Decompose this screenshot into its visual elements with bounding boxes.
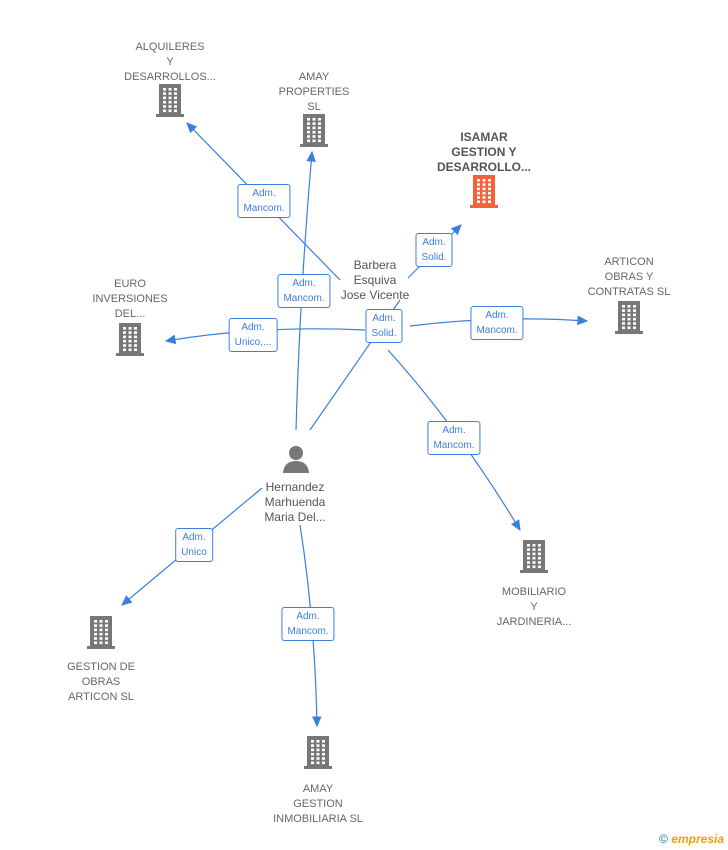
label-line: EURO — [114, 278, 146, 290]
label-line: GESTION DE — [67, 661, 135, 673]
label-line: Mancom. — [476, 325, 518, 336]
label-line: Adm. — [292, 278, 316, 289]
edge-role-label: Adm. Mancom. — [237, 184, 291, 218]
label-line: Unico,... — [234, 337, 272, 348]
label-line: ALQUILERES — [135, 41, 205, 53]
label-line: Adm. — [442, 425, 466, 436]
edge-role-label: Adm. Mancom. — [277, 274, 331, 308]
label-line: Unico — [181, 547, 207, 558]
label-line: Barbera — [353, 258, 397, 272]
label-line: OBRAS Y — [604, 271, 654, 283]
company-label-amay-properties[interactable]: AMAY PROPERTIES SL — [249, 70, 379, 115]
label-line: AMAY — [302, 783, 334, 795]
brand-logo: © empresia — [659, 832, 724, 846]
building-icon[interactable] — [114, 321, 146, 362]
label-line: Solid. — [371, 328, 397, 339]
label-line: DEL... — [114, 308, 146, 320]
label-line: Mancom. — [287, 626, 329, 637]
edge-role-label: Adm. Mancom. — [281, 607, 335, 641]
label-line: Adm. — [485, 310, 509, 321]
label-line: MOBILIARIO — [501, 586, 567, 598]
label-line: INVERSIONES — [92, 293, 168, 305]
building-icon[interactable] — [302, 734, 334, 775]
label-line: Adm. — [252, 188, 276, 199]
company-label-euro-inversiones[interactable]: EURO INVERSIONES DEL... — [65, 277, 195, 322]
label-line: Adm. — [422, 237, 446, 248]
building-icon[interactable] — [85, 614, 117, 655]
label-line: Jose Vicente — [340, 288, 410, 302]
company-label-gestion-obras-articon[interactable]: GESTION DE OBRAS ARTICON SL — [36, 660, 166, 705]
building-icon[interactable] — [613, 299, 645, 340]
edge-role-label: Adm. Mancom. — [427, 421, 481, 455]
label-line: OBRAS — [81, 676, 121, 688]
label-line: DESARROLLOS... — [124, 71, 216, 83]
edge-role-label: Adm. Solid. — [365, 309, 403, 343]
label-line: ISAMAR — [460, 130, 508, 144]
label-line: ARTICON — [604, 256, 654, 268]
label-line: CONTRATAS SL — [587, 286, 671, 298]
building-icon[interactable] — [154, 82, 186, 123]
label-line: GESTION Y — [451, 145, 517, 159]
label-line: Maria Del... — [264, 510, 326, 524]
label-line: Adm. — [296, 611, 320, 622]
label-line: AMAY — [298, 71, 330, 83]
building-icon[interactable] — [518, 538, 550, 579]
label-line: ARTICON SL — [68, 691, 134, 703]
company-label-articon-obras[interactable]: ARTICON OBRAS Y CONTRATAS SL — [564, 255, 694, 300]
label-line: Mancom. — [433, 440, 475, 451]
label-line: Mancom. — [283, 293, 325, 304]
label-line: SL — [307, 101, 321, 113]
label-line: Esquiva — [353, 273, 397, 287]
label-line: Y — [166, 56, 174, 68]
label-line: INMOBILIARIA SL — [273, 813, 363, 825]
label-line: Hernandez — [265, 480, 325, 494]
label-line: Adm. — [372, 313, 396, 324]
company-label-alquileres[interactable]: ALQUILERES Y DESARROLLOS... — [105, 40, 235, 85]
edge-role-label: Adm. Mancom. — [470, 306, 524, 340]
label-line: GESTION — [293, 798, 343, 810]
edge-role-label: Adm. Unico — [175, 528, 213, 562]
label-line: Y — [530, 601, 538, 613]
label-line: Mancom. — [243, 203, 285, 214]
company-label-amay-gestion[interactable]: AMAY GESTION INMOBILIARIA SL — [253, 782, 383, 827]
label-line: JARDINERIA... — [496, 616, 572, 628]
label-line: Marhuenda — [264, 495, 326, 509]
company-label-mobiliario[interactable]: MOBILIARIO Y JARDINERIA... — [469, 585, 599, 630]
person-icon[interactable] — [281, 444, 311, 479]
edge-role-label: Adm. Solid. — [415, 233, 453, 267]
label-line: DESARROLLO... — [436, 160, 531, 174]
label-line: Adm. — [182, 532, 206, 543]
edge-role-label: Adm. Unico,... — [228, 318, 278, 352]
label-line: PROPERTIES — [278, 86, 350, 98]
building-icon[interactable] — [468, 173, 500, 214]
building-icon[interactable] — [298, 112, 330, 153]
label-line: Solid. — [421, 252, 447, 263]
label-line: Adm. — [241, 322, 265, 333]
